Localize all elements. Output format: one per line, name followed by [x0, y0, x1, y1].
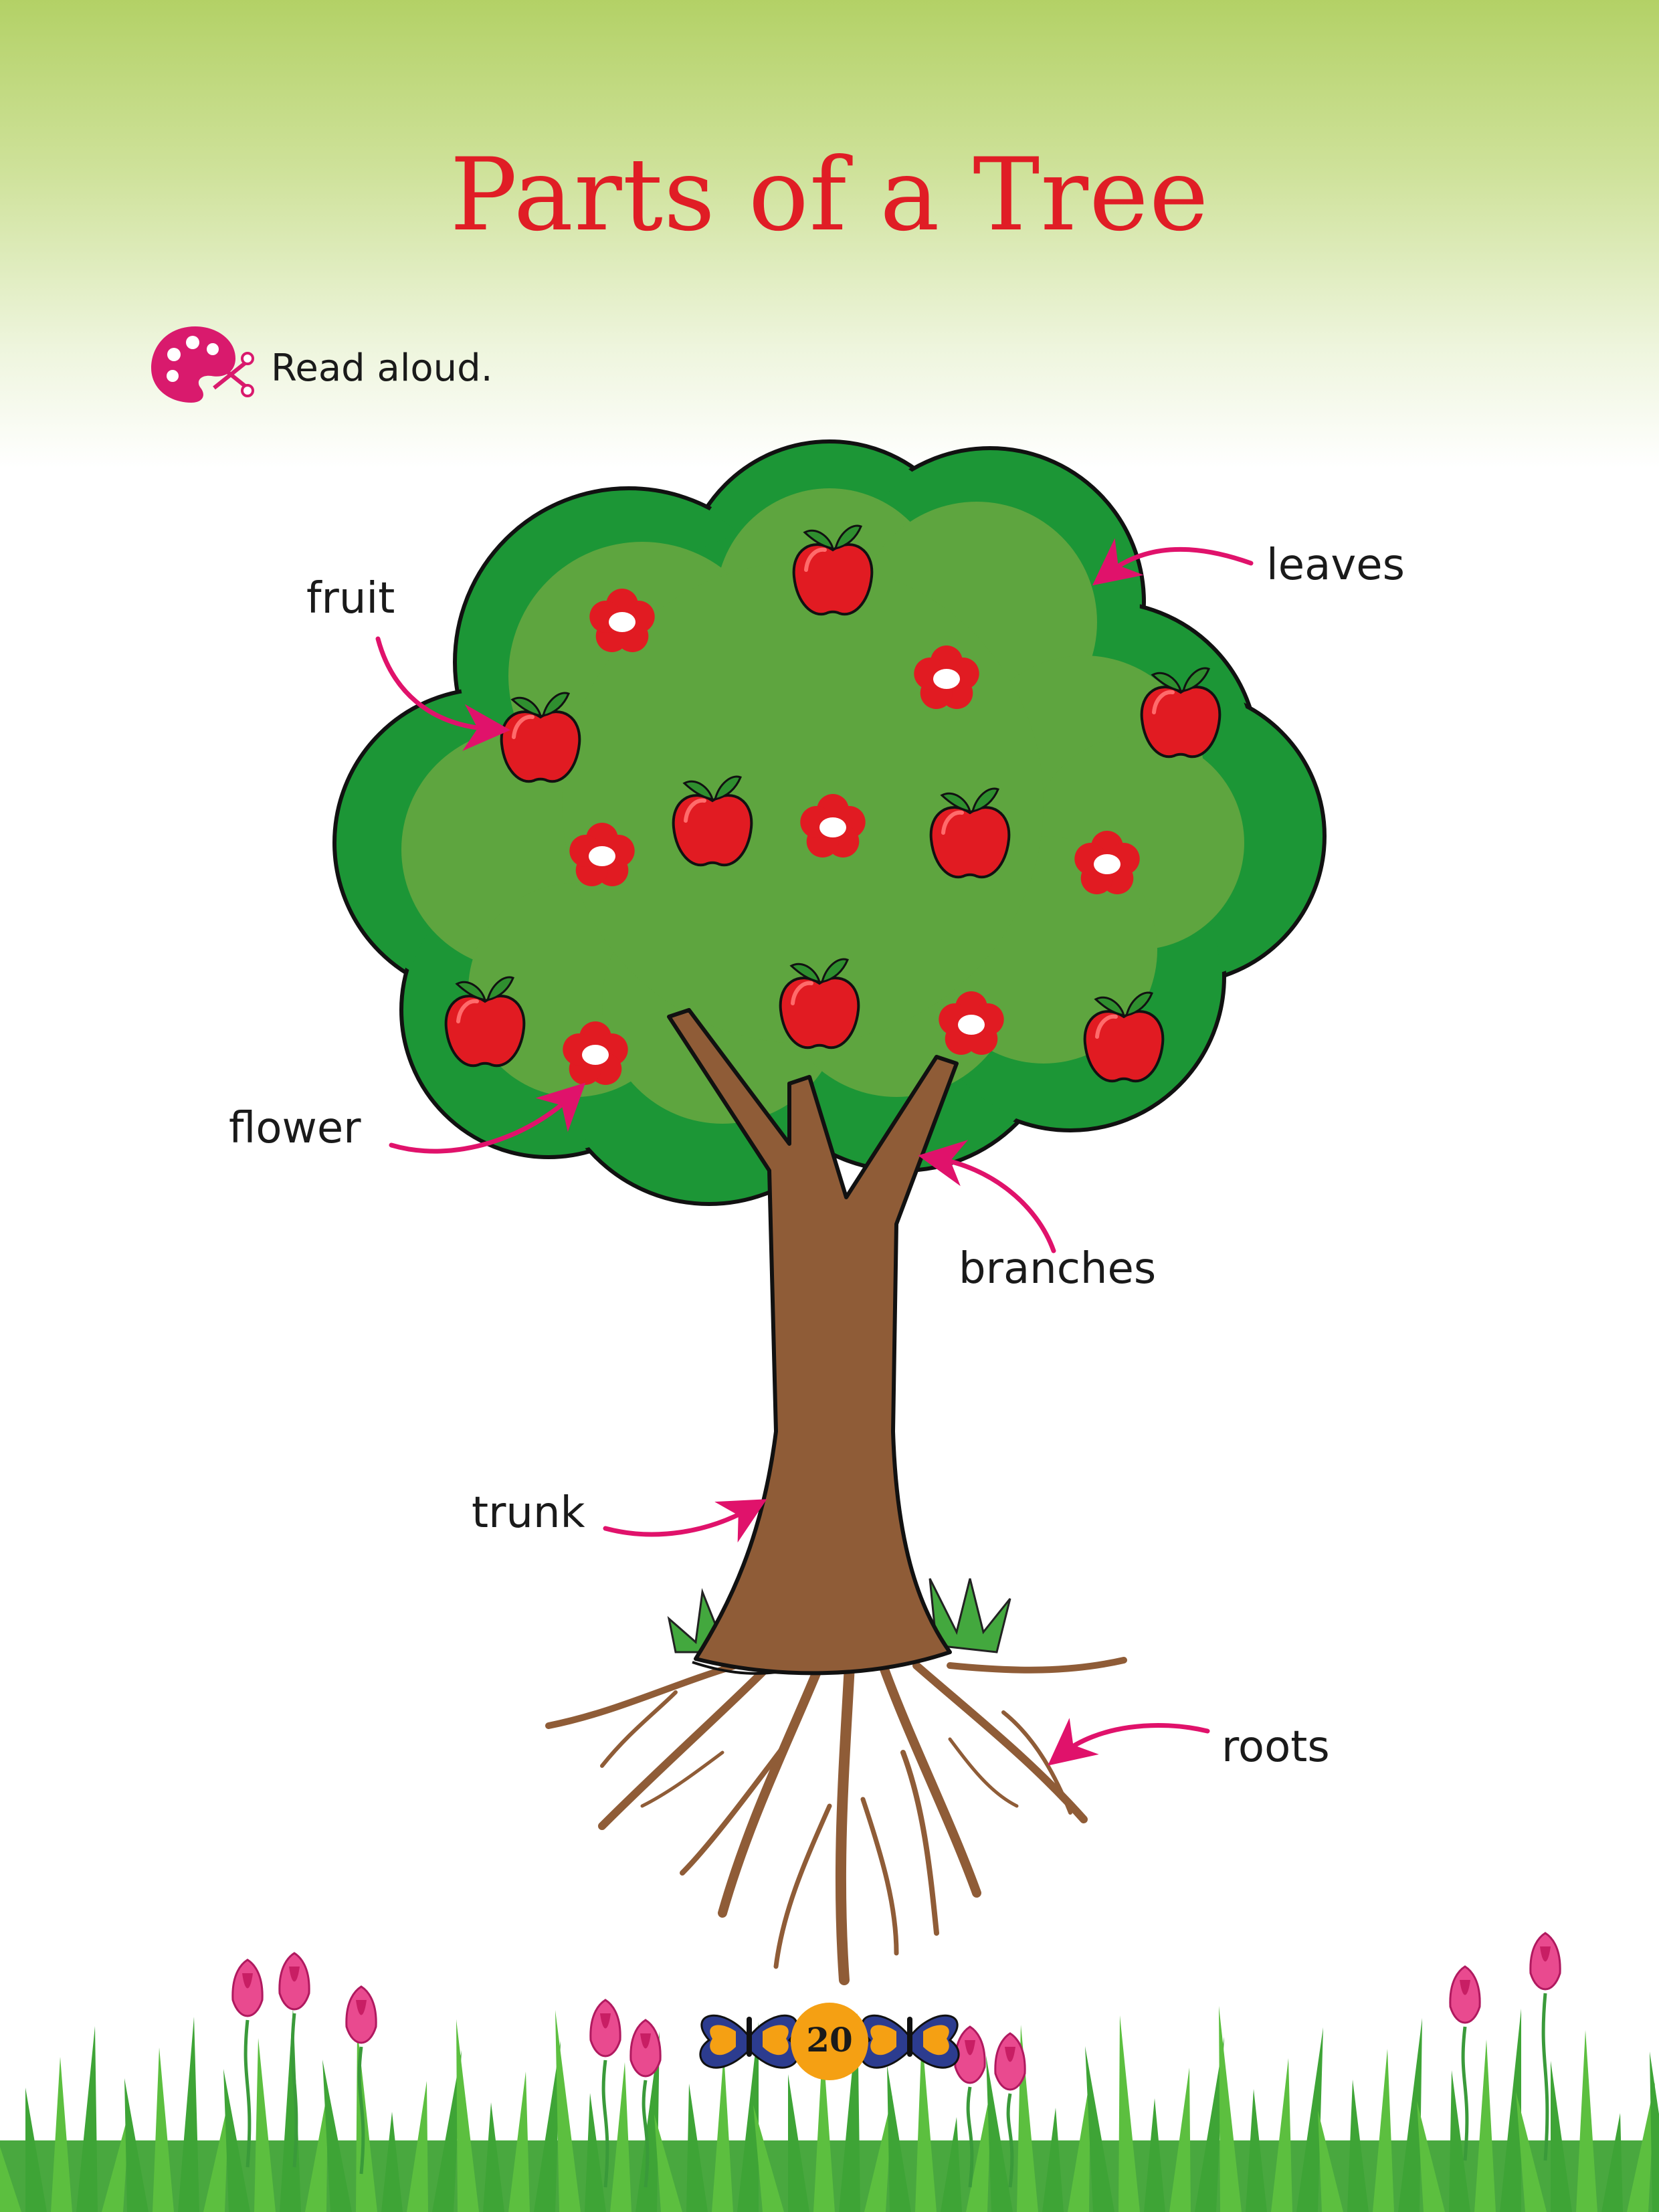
fruit-arrow: [375, 636, 510, 751]
apple-icon: [779, 958, 860, 1049]
grass-tuft: [667, 1578, 1011, 1653]
flowers: [563, 589, 1140, 1085]
label-roots: roots: [1222, 1722, 1330, 1772]
tulip-icon: [954, 2025, 986, 2188]
roots-arrow: [1048, 1718, 1210, 1766]
flower-icon: [914, 645, 979, 709]
apple-icon: [672, 775, 753, 867]
tulip-icon: [231, 1958, 264, 2168]
flower-arrow: [389, 1082, 586, 1154]
flower-icon: [563, 1021, 628, 1085]
instruction-text: Read aloud.: [271, 346, 493, 390]
apple-icon: [1140, 667, 1222, 759]
flower-icon: [939, 991, 1004, 1055]
label-flower: flower: [229, 1104, 361, 1153]
apple-icon: [929, 787, 1011, 879]
roots: [545, 1657, 1127, 1985]
branches-arrow: [918, 1140, 1056, 1253]
tulip-icon: [589, 1999, 621, 2188]
label-leaves: leaves: [1266, 540, 1405, 590]
apple-icon: [444, 976, 526, 1068]
apples: [444, 524, 1222, 1083]
tulip-icon: [278, 1952, 310, 2168]
palette-scissors-icon: [151, 326, 254, 403]
bottom-grass: [0, 2006, 1659, 2212]
pink-tulips: [231, 1932, 1561, 2188]
page-title: Parts of a Tree: [450, 137, 1209, 254]
label-fruit: fruit: [306, 574, 395, 623]
apple-icon: [500, 692, 581, 783]
trunk-arrow: [603, 1499, 767, 1543]
label-branches: branches: [959, 1244, 1157, 1294]
page-number: 20: [806, 2020, 853, 2059]
apple-icon: [792, 524, 874, 616]
flower-icon: [569, 823, 635, 886]
label-arrows: [375, 538, 1254, 1766]
apple-icon: [1083, 991, 1165, 1083]
tulip-icon: [994, 2032, 1026, 2188]
butterfly-icon: [860, 2014, 960, 2069]
flower-icon: [1074, 831, 1140, 894]
flower-icon: [589, 589, 655, 652]
tulip-icon: [1529, 1932, 1561, 2161]
leaves-arrow: [1092, 538, 1254, 586]
flower-icon: [800, 794, 866, 858]
label-trunk: trunk: [472, 1488, 585, 1538]
tulip-icon: [345, 1985, 377, 2175]
tulip-icon: [1449, 1965, 1481, 2161]
tulip-icon: [629, 2019, 662, 2188]
page-number-circle: [791, 2003, 868, 2080]
butterfly-icon: [699, 2014, 799, 2069]
tree-trunk: [667, 1008, 959, 1676]
